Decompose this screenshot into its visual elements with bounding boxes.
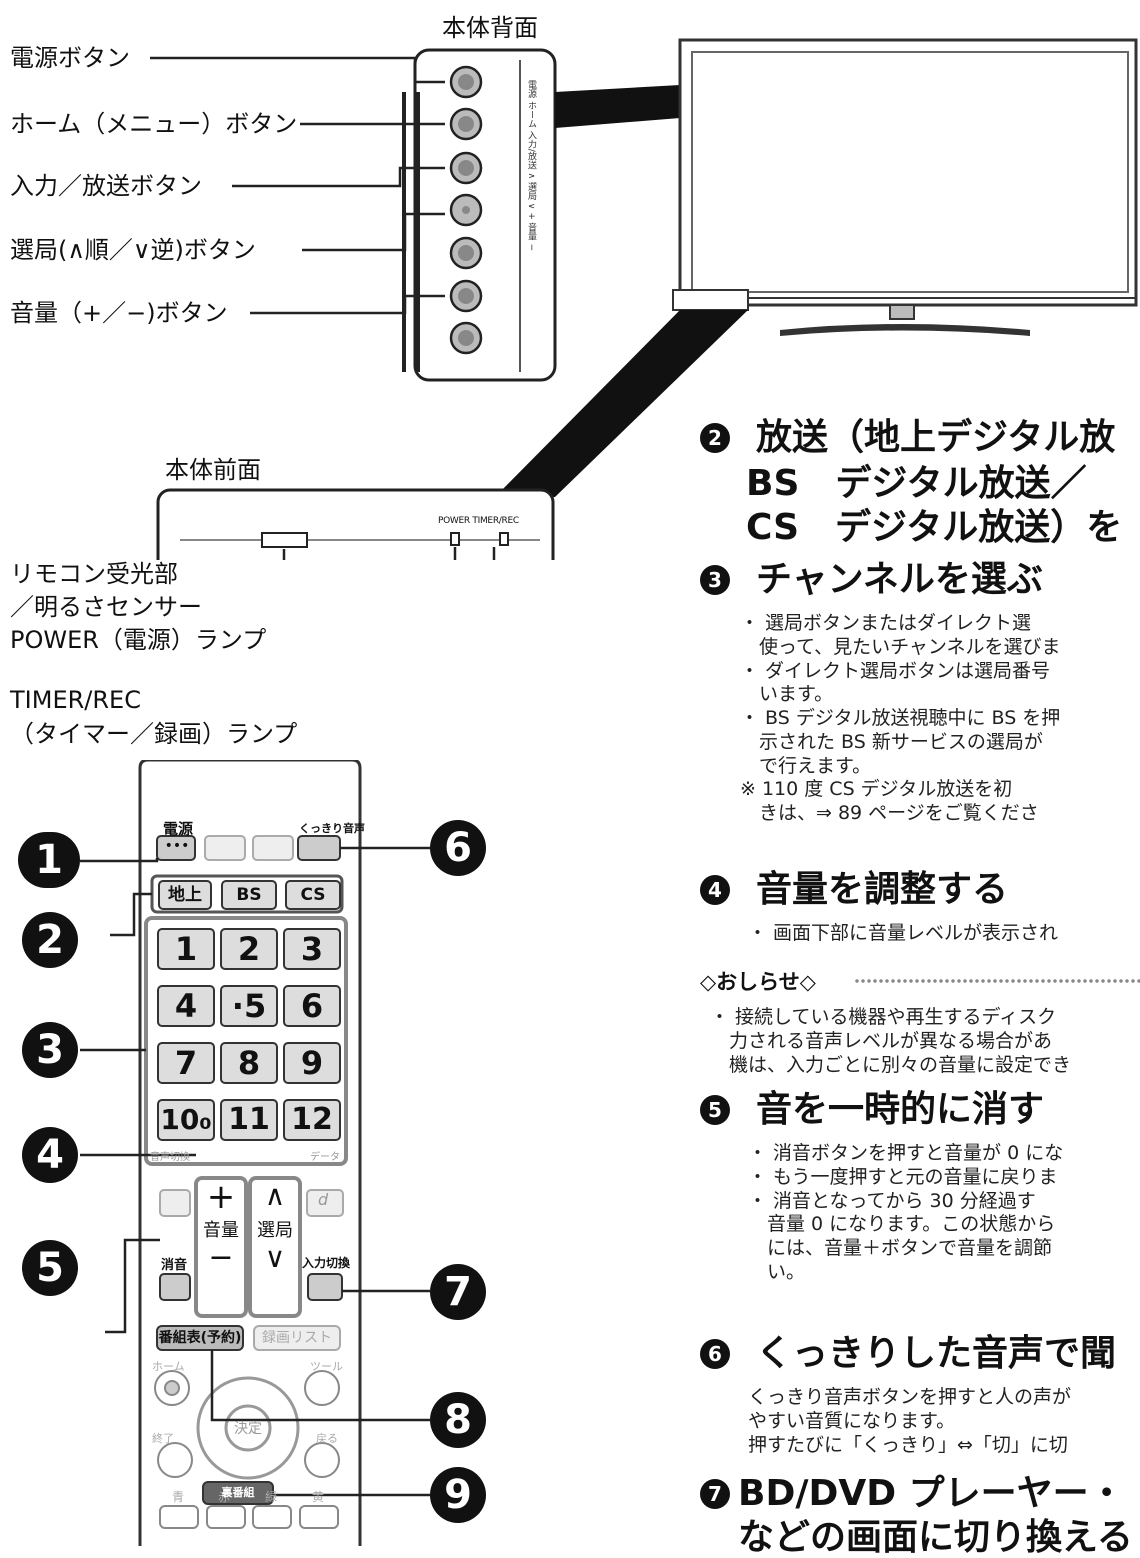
callout-7: 7 [430,1264,486,1320]
number-key-9[interactable]: 9 [283,1042,341,1084]
mute-button[interactable] [160,1274,190,1300]
channel-label: 選局 [257,1220,293,1241]
mute-label: 消音 [161,1258,188,1273]
callout-4: 4 [22,1127,78,1183]
channel-down-button[interactable]: ∨ [264,1241,286,1274]
callout-2: 2 [22,912,78,968]
callout-1: 1 [18,832,80,888]
remote-power-label: 電源 [163,820,194,838]
section-2-line-3: CS デジタル放送）を [746,507,1123,548]
ura-program-button[interactable]: 裏番組 [221,1486,255,1499]
back-panel-side-text: 電源 ホーム 入力/放送 ∧ 選局 ∨ + 音量 − [526,80,536,252]
number-key-5[interactable]: ·5 [220,985,278,1027]
power-lamp-label: POWER（電源）ランプ [10,626,267,654]
section-4-number: 4 [700,875,730,905]
section-7-heading: 7 BD/DVD プレーヤー・ [700,1476,1125,1512]
color-label-red: 赤 [218,1490,231,1504]
section-4-body: ・ 画面下部に音量レベルが表示され [748,922,1059,944]
back-panel-title: 本体背面 [442,14,538,42]
band-key-bs[interactable]: BS [221,880,277,910]
section-2-line-2: BS デジタル放送／ [746,463,1087,504]
section-2-number: 2 [700,423,730,453]
section-5-title: 音を一時的に消す [756,1089,1045,1130]
input-broadcast-button-label: 入力／放送ボタン [10,172,202,200]
input-switch-button[interactable] [308,1274,342,1300]
tv-illustration [156,38,1138,560]
number-key-6[interactable]: 6 [283,985,341,1027]
callout-6: 6 [430,820,486,876]
data-d-icon: d [318,1190,329,1209]
kukkiri-label: くっきり音声 [299,822,365,835]
section-3-number: 3 [700,565,730,595]
section-2-heading: 2 放送（地上デジタル放 [700,420,1115,456]
callout-8: 8 [430,1392,486,1448]
section-5-number: 5 [700,1095,730,1125]
end-label: 終了 [152,1432,174,1445]
notice-title: ◇おしらせ◇ [700,970,816,994]
section-2-line-1: 放送（地上デジタル放 [756,417,1116,458]
section-4-heading: 4 音量を調整する [700,872,1008,908]
section-5-body: ・ 消音ボタンを押すと音量が 0 にな ・ もう一度押すと元の音量に戻りま ・ … [748,1142,1064,1283]
channel-button-label: 選局(∧順／∨逆)ボタン [10,236,256,264]
timer-rec-lamp-label: （タイマー／録画）ランプ [10,720,298,748]
notice-divider [854,978,1140,984]
section-7-number: 7 [700,1479,730,1509]
number-key-8[interactable]: 8 [220,1042,278,1084]
number-key-12[interactable]: 12 [283,1099,341,1141]
remote-power-button[interactable]: ••• [164,838,190,854]
number-key-10[interactable]: 10₀ [157,1099,215,1141]
notice-body: ・ 接続している機器や再生するディスク 力される音声レベルが異なる場合があ 機は… [710,1006,1072,1076]
front-panel-title: 本体前面 [165,456,261,484]
callout-9: 9 [430,1467,486,1523]
number-key-7[interactable]: 7 [157,1042,215,1084]
section-4-title: 音量を調整する [756,869,1009,910]
program-guide-button[interactable]: 番組表(予約) [158,1330,242,1346]
section-6-title: くっきりした音声で聞 [756,1333,1117,1374]
back-panel-illustration [150,48,680,382]
color-label-green: 緑 [265,1490,278,1504]
enter-button[interactable]: 決定 [234,1421,262,1437]
section-6-number: 6 [700,1339,730,1369]
data-label: データ [310,1152,340,1163]
power-button-label: 電源ボタン [10,44,130,72]
callout-3: 3 [22,1022,78,1078]
section-3-body: ・ 選局ボタンまたはダイレクト選 使って、見たいチャンネルを選びま ・ ダイレク… [740,612,1061,824]
section-5-heading: 5 音を一時的に消す [700,1092,1044,1128]
volume-plus-button[interactable]: + [206,1177,236,1217]
color-label-yellow: 黄 [312,1490,325,1504]
brightness-sensor-label: ／明るさセンサー [10,593,202,621]
remote-sensor-label: リモコン受光部 [10,560,178,588]
section-6-heading: 6 くっきりした音声で聞 [700,1336,1116,1372]
volume-label: 音量 [203,1220,239,1241]
number-key-1[interactable]: 1 [157,928,215,970]
band-key-terrestrial[interactable]: 地上 [158,880,212,910]
front-panel-lamp-text: POWER TIMER/REC [438,516,519,526]
back-label: 戻る [316,1432,338,1445]
section-3-title: チャンネルを選ぶ [756,559,1043,600]
volume-minus-button[interactable]: − [208,1240,234,1275]
section-7-line-1: BD/DVD プレーヤー・ [738,1473,1125,1514]
section-6-body: くっきり音声ボタンを押すと人の声が やすい音質になります。 押すたびに「くっきり… [748,1386,1072,1456]
volume-button-label: 音量（+／−)ボタン [10,299,228,327]
number-key-3[interactable]: 3 [283,928,341,970]
section-7-line-2: などの画面に切り換える [738,1517,1133,1558]
home-label: ホーム [152,1360,185,1373]
band-key-cs[interactable]: CS [285,880,341,910]
input-switch-label: 入力切換 [302,1256,351,1270]
number-key-4[interactable]: 4 [157,985,215,1027]
channel-up-button[interactable]: ∧ [264,1179,286,1212]
color-label-blue: 青 [172,1490,185,1504]
recording-list-button[interactable]: 録画リスト [262,1330,332,1346]
tool-label: ツール [310,1360,343,1373]
section-3-heading: 3 チャンネルを選ぶ [700,562,1043,598]
home-menu-button-label: ホーム（メニュー）ボタン [10,110,298,138]
timer-rec-label: TIMER/REC [10,686,141,714]
callout-5: 5 [22,1240,78,1296]
number-key-2[interactable]: 2 [220,928,278,970]
audio-switch-label: 音声切換 [150,1152,190,1163]
number-key-11[interactable]: 11 [220,1099,278,1141]
